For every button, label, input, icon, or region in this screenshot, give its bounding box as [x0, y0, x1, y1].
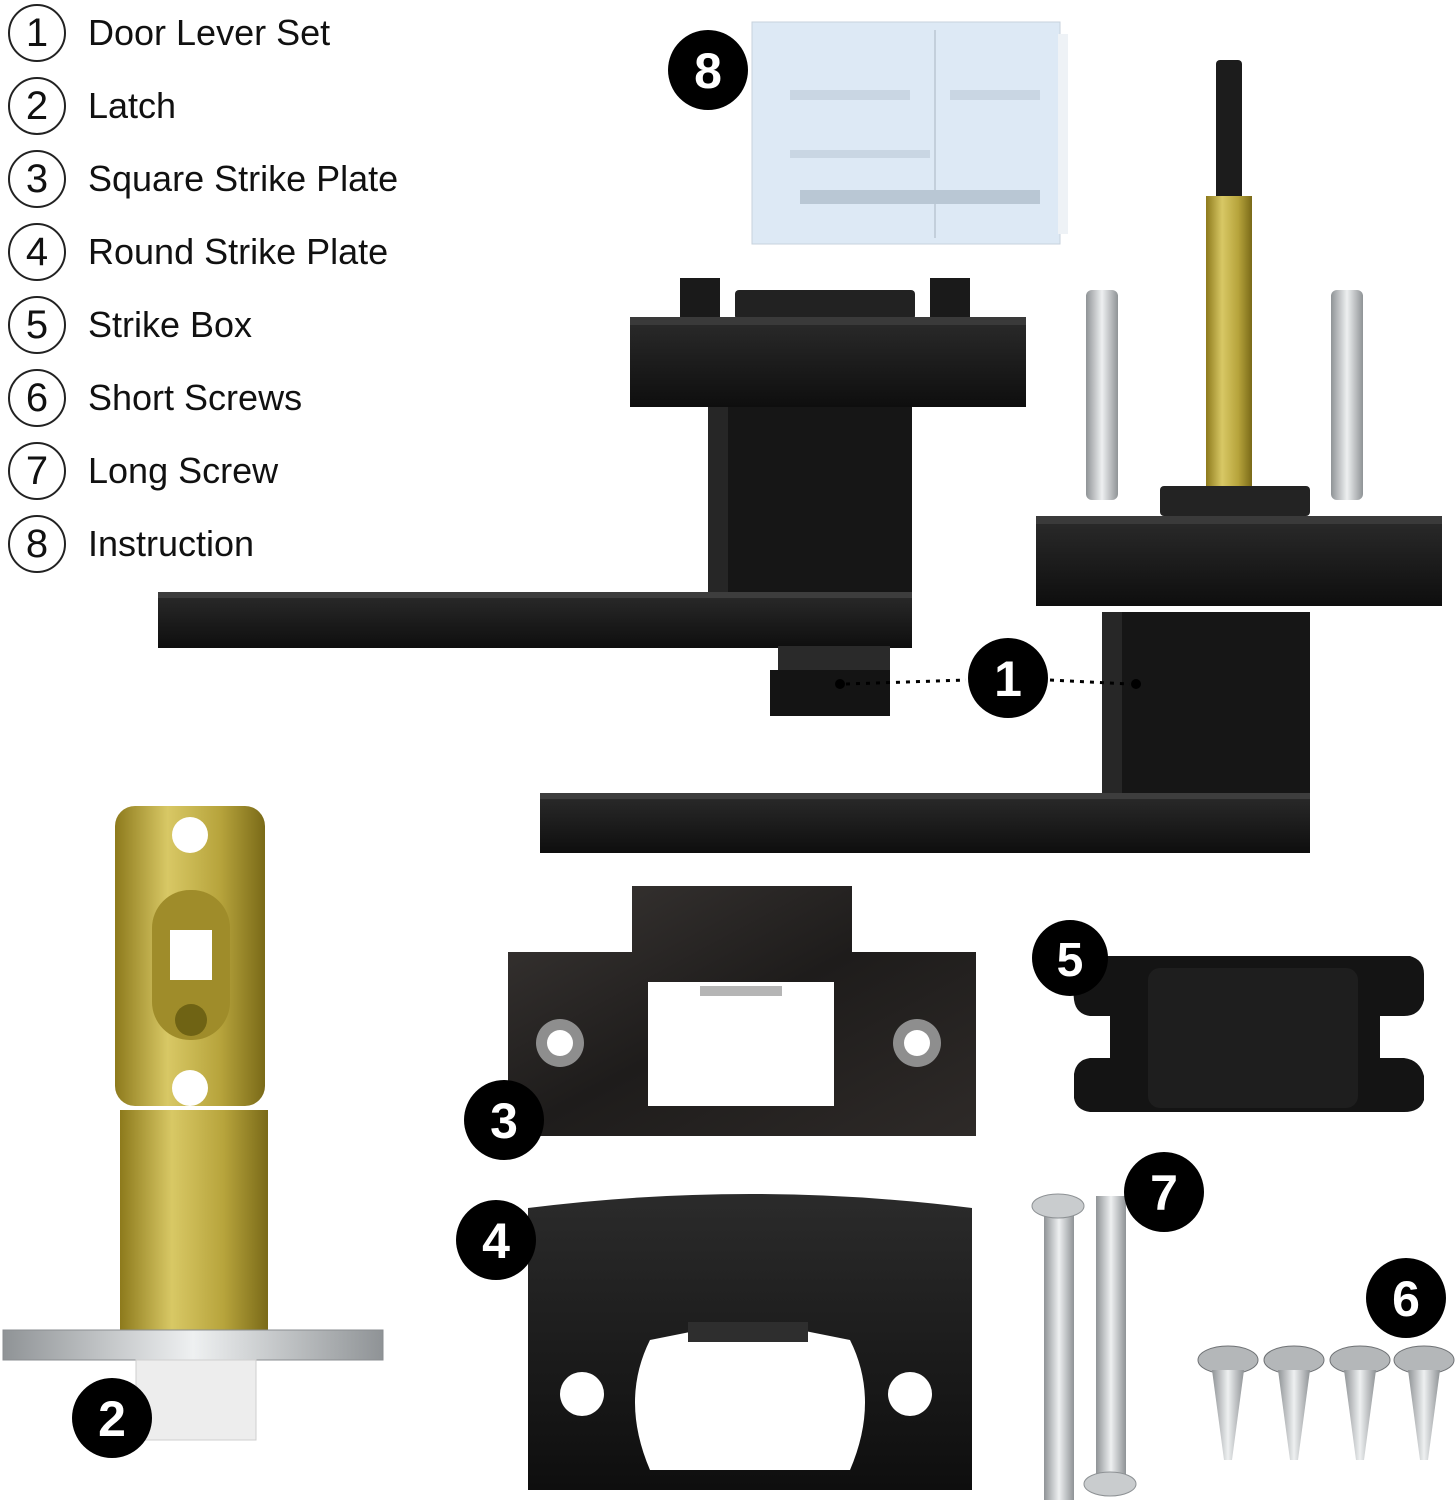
long-screws	[1031, 1193, 1137, 1500]
legend-number: 1	[8, 4, 66, 62]
legend-label: Square Strike Plate	[88, 158, 399, 199]
badge-5: 5	[1032, 920, 1108, 996]
badge-6-number: 6	[1392, 1271, 1420, 1327]
legend-number: 7	[8, 442, 66, 500]
lever-set-leader-line	[835, 678, 1141, 689]
badge-1-number: 1	[994, 651, 1022, 707]
legend-label: Round Strike Plate	[88, 231, 389, 272]
legend-item-long-screw: 7 Long Screw	[8, 442, 468, 502]
badge-7: 7	[1124, 1152, 1204, 1232]
legend-label: Door Lever Set	[88, 12, 331, 53]
legend-label: Latch	[88, 85, 177, 126]
legend-item-latch: 2 Latch	[8, 77, 468, 137]
badge-8: 8	[668, 30, 748, 110]
instruction-sheet	[751, 21, 1068, 245]
square-strike-plate	[508, 886, 976, 1136]
legend-item-square-strike-plate: 3 Square Strike Plate	[8, 150, 468, 210]
legend-label: Long Screw	[88, 450, 279, 491]
legend-label: Strike Box	[88, 304, 253, 345]
legend-number: 8	[8, 515, 66, 573]
badge-7-number: 7	[1150, 1165, 1178, 1221]
short-screws	[1197, 1345, 1455, 1460]
latch	[2, 806, 384, 1441]
legend-item-instruction: 8 Instruction	[8, 515, 468, 575]
legend-item-door-lever-set: 1 Door Lever Set	[8, 4, 468, 64]
legend-number: 3	[8, 150, 66, 208]
legend-number: 2	[8, 77, 66, 135]
legend-number: 5	[8, 296, 66, 354]
legend-label: Short Screws	[88, 377, 303, 418]
legend-number: 6	[8, 369, 66, 427]
badge-2: 2	[72, 1378, 152, 1458]
badge-8-number: 8	[694, 43, 722, 99]
round-strike-plate	[528, 1194, 972, 1490]
legend-label: Instruction	[88, 523, 255, 564]
legend-item-short-screws: 6 Short Screws	[8, 369, 468, 429]
legend-number: 4	[8, 223, 66, 281]
badge-2-number: 2	[98, 1391, 126, 1447]
lever-left	[158, 278, 1026, 716]
lever-right	[540, 60, 1442, 853]
badge-5-number: 5	[1057, 934, 1084, 987]
badge-3: 3	[464, 1080, 544, 1160]
badge-4-number: 4	[482, 1213, 510, 1269]
badge-3-number: 3	[490, 1093, 518, 1149]
badge-1: 1	[968, 638, 1048, 718]
strike-box	[1070, 956, 1424, 1112]
badge-6: 6	[1366, 1258, 1446, 1338]
badge-4: 4	[456, 1200, 536, 1280]
legend-item-round-strike-plate: 4 Round Strike Plate	[8, 223, 468, 283]
legend-item-strike-box: 5 Strike Box	[8, 296, 468, 356]
